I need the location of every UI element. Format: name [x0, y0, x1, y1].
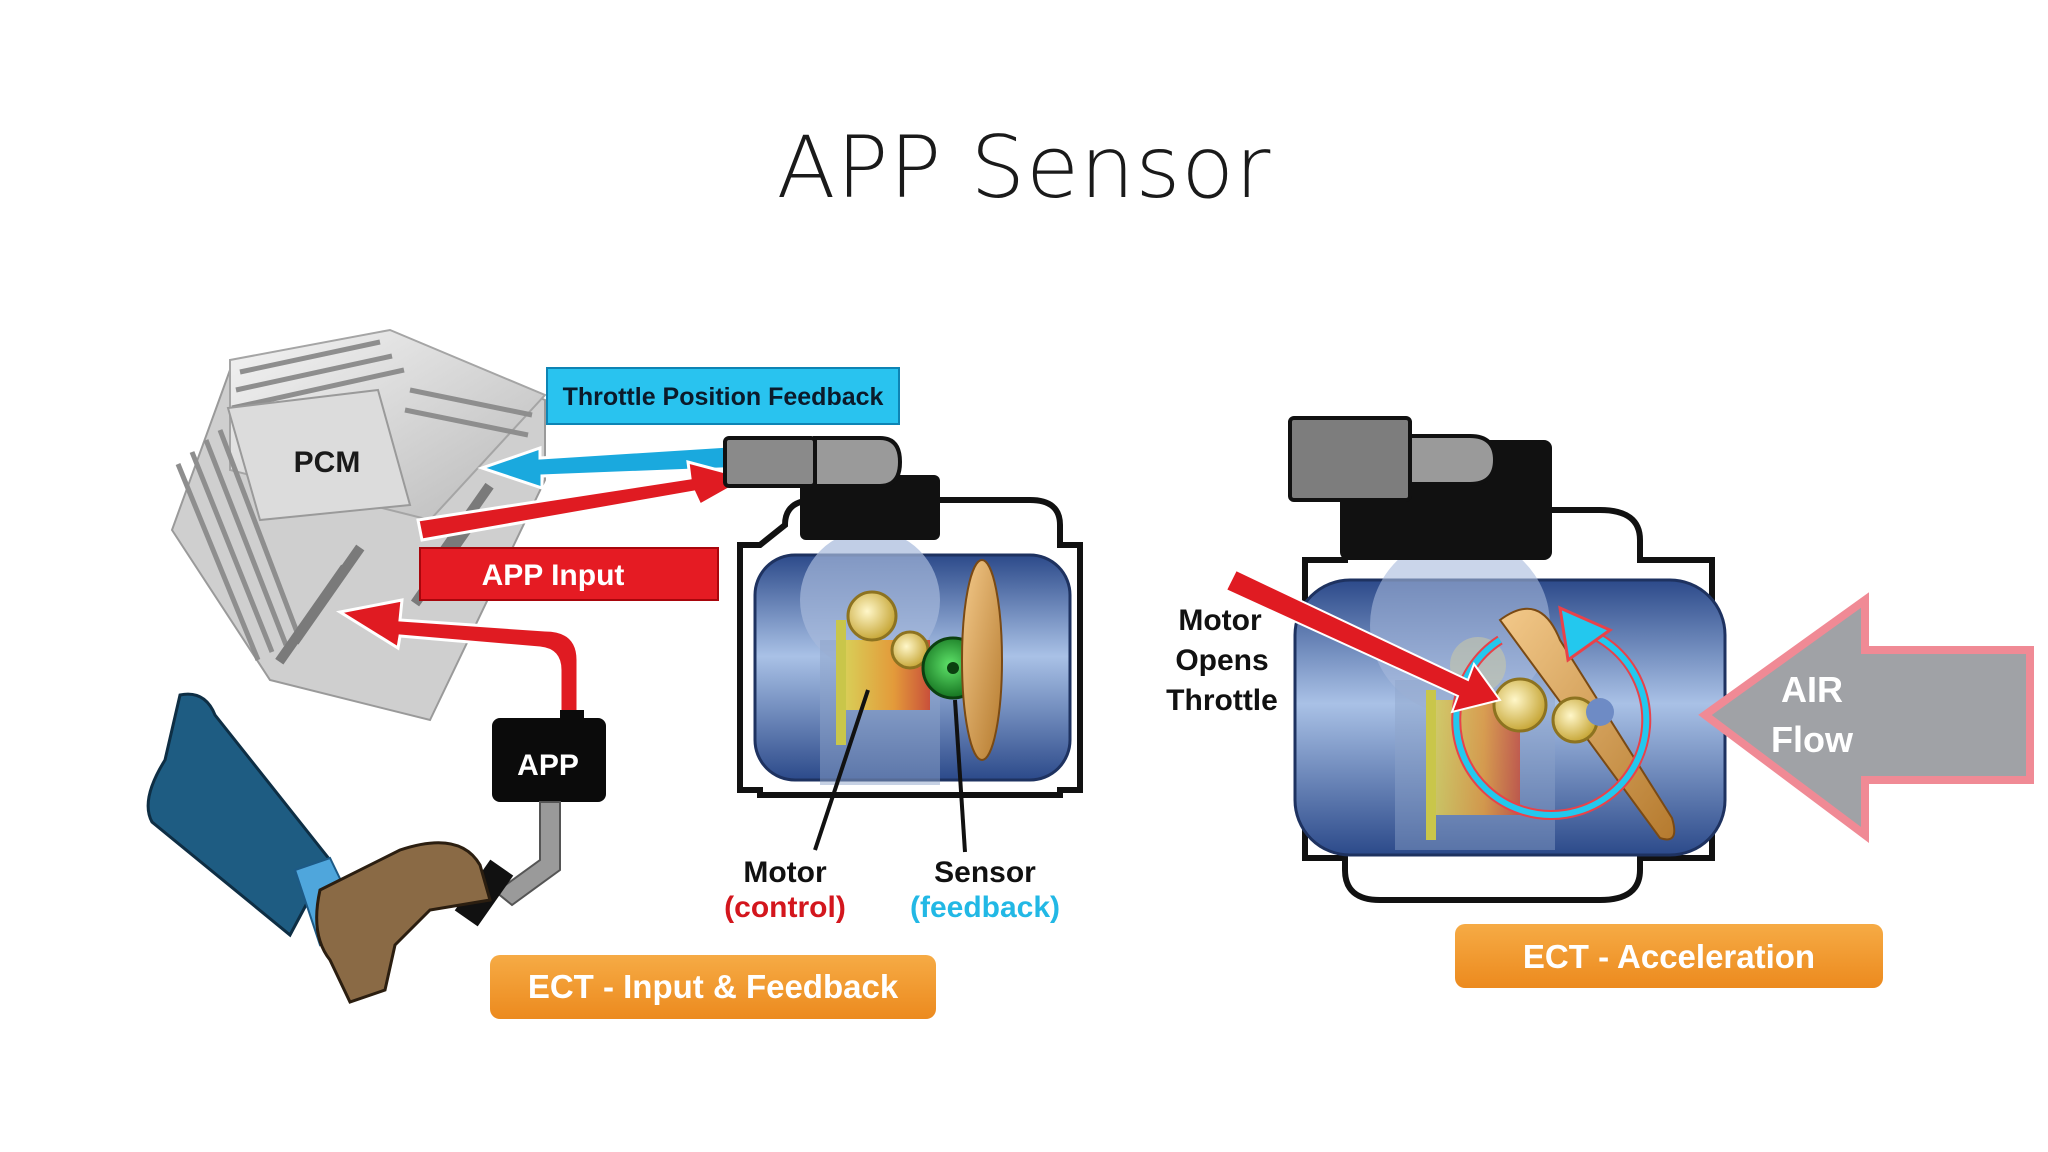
gear-icon-right [1492, 677, 1548, 733]
app-signal-arrow [335, 598, 580, 717]
app-sensor-box [492, 718, 606, 802]
app-box-label: APP [517, 749, 579, 782]
air-label-line2: Flow [1771, 719, 1854, 760]
caption-right: ECT - Acceleration [1523, 938, 1815, 975]
gear-icon [846, 590, 898, 642]
rotation-arrowhead [1558, 605, 1614, 663]
motor-opens-line1: Motor [1178, 604, 1262, 637]
air-flow-arrow [1698, 592, 2034, 843]
pcm-label: PCM [294, 446, 361, 479]
feedback-label-box [546, 367, 900, 425]
motor-sub-label: (control) [724, 891, 846, 924]
sensor-sub-label: (feedback) [910, 891, 1060, 924]
throttle-blade [961, 559, 1003, 761]
boot [315, 841, 492, 1004]
page-title: APP Sensor [776, 118, 1272, 218]
motor-opens-line3: Throttle [1166, 684, 1278, 717]
left-diagram: PCM Throttle Position Feedback APP Input… [146, 328, 1083, 1019]
app-input-label-box [419, 547, 719, 601]
pedal-arm [494, 801, 561, 907]
air-label-line1: AIR [1781, 669, 1843, 710]
app-input-label: APP Input [482, 559, 625, 592]
right-diagram: Motor Opens Throttle AIR Flow ECT - Acce… [1166, 416, 2034, 988]
motor-opens-line2: Opens [1175, 644, 1268, 677]
motor-label: Motor [743, 856, 827, 889]
caption-right-box [1455, 924, 1883, 988]
driver-leg [146, 692, 492, 1004]
sensor-label: Sensor [934, 856, 1036, 889]
motor-pointer-arrow [1224, 568, 1502, 714]
control-arrow [416, 459, 752, 542]
caption-left: ECT - Input & Feedback [528, 968, 899, 1005]
throttle-body-left [723, 436, 1083, 853]
caption-left-box [490, 955, 936, 1019]
feedback-label: Throttle Position Feedback [563, 383, 884, 411]
